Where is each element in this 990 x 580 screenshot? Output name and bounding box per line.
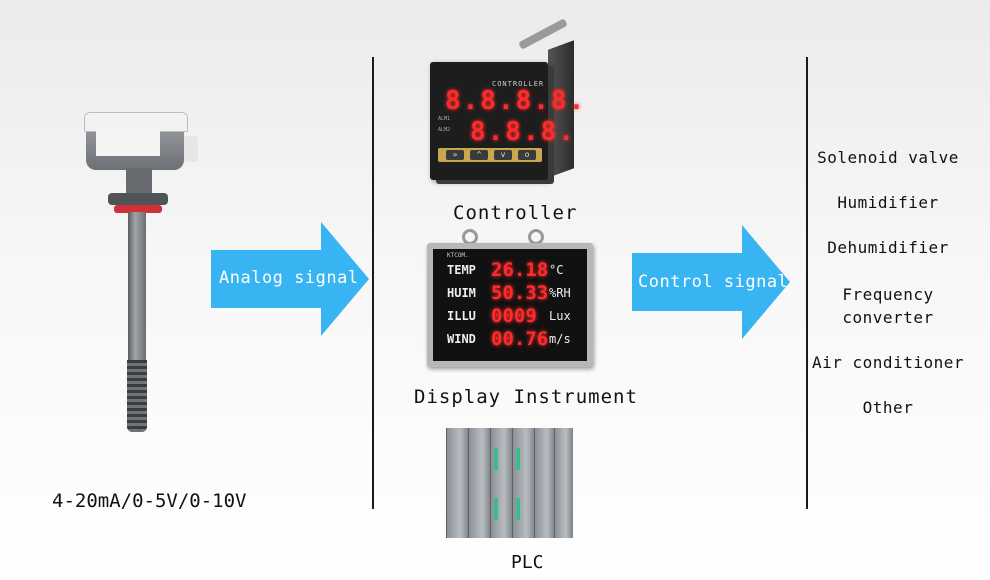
plc-module — [512, 428, 535, 538]
controller-set-icon: o — [518, 150, 536, 160]
display-row-name: ILLU — [447, 309, 476, 323]
output-frequency-converter: Frequency converter — [842, 285, 934, 327]
sensor-probe-tip — [127, 360, 147, 432]
display-row-value: 0009 — [491, 305, 537, 327]
output-dehumidifier: Dehumidifier — [827, 238, 949, 257]
controller-up-icon: ^ — [470, 150, 488, 160]
controller-button-bar — [438, 148, 542, 162]
plc-module — [534, 428, 555, 538]
plc-status-led — [494, 498, 498, 520]
display-row: HUIM 50.33 %RH — [433, 282, 587, 306]
output-solenoid-valve: Solenoid valve — [817, 148, 959, 167]
left-divider — [372, 57, 374, 509]
sensor-seal-ring — [114, 205, 162, 213]
plc-caption: PLC — [511, 552, 544, 573]
display-row: TEMP 26.18 °C — [433, 259, 587, 283]
controller-display-top: 8.8.8.8. — [445, 86, 587, 116]
controller-alarm1: ALM1 — [438, 116, 451, 122]
sensor-output-label: 4-20mA/0-5V/0-10V — [52, 490, 247, 512]
control-signal-arrow — [632, 225, 790, 339]
sensor-neck — [126, 168, 152, 194]
plc-module — [554, 428, 573, 538]
output-devices-list: Solenoid valve Humidifier Dehumidifier F… — [808, 0, 968, 580]
display-brand: KTCOM. — [447, 252, 469, 259]
sensor-flange — [108, 193, 168, 205]
output-humidifier: Humidifier — [837, 193, 939, 212]
controller-alarm2: ALM2 — [438, 127, 451, 133]
sensor-cable-gland — [184, 136, 198, 162]
plc-status-led — [516, 448, 520, 470]
control-signal-label: Control signal — [638, 272, 789, 292]
display-row-unit: %RH — [549, 286, 571, 300]
display-row-unit: m/s — [549, 332, 571, 346]
output-other: Other — [862, 398, 914, 417]
display-instrument: KTCOM. TEMP 26.18 °C HUIM 50.33 %RH ILLU… — [427, 243, 593, 367]
controller-panel-title: CONTROLLER — [492, 80, 545, 88]
controller-shift-icon: » — [446, 150, 464, 160]
plc-status-led — [516, 498, 520, 520]
display-row-value: 00.76 — [491, 328, 549, 350]
plc-module — [446, 428, 469, 538]
output-air-conditioner: Air conditioner — [812, 353, 964, 372]
controller-caption: Controller — [453, 202, 578, 224]
plc-status-led — [494, 448, 498, 470]
display-row: WIND 00.76 m/s — [433, 328, 587, 352]
plc-module — [468, 428, 491, 538]
analog-signal-arrow — [211, 222, 369, 336]
analog-signal-label: Analog signal — [219, 268, 359, 288]
display-row-name: WIND — [447, 332, 476, 346]
display-row-unit: Lux — [549, 309, 571, 323]
controller-display-bottom: 8.8.8. — [470, 117, 576, 147]
display-row-value: 26.18 — [491, 259, 549, 281]
display-row-unit: °C — [549, 263, 564, 277]
display-row-value: 50.33 — [491, 282, 549, 304]
sensor-label-plate — [96, 130, 160, 156]
display-row: ILLU 0009 Lux — [433, 305, 587, 329]
plc-illustration — [446, 428, 573, 538]
plc-module — [490, 428, 513, 538]
controller-down-icon: v — [494, 150, 512, 160]
display-row-name: HUIM — [447, 286, 476, 300]
display-instrument-caption: Display Instrument — [414, 386, 638, 408]
sensor-lid — [84, 112, 188, 132]
display-row-name: TEMP — [447, 263, 476, 277]
right-divider — [806, 57, 808, 509]
